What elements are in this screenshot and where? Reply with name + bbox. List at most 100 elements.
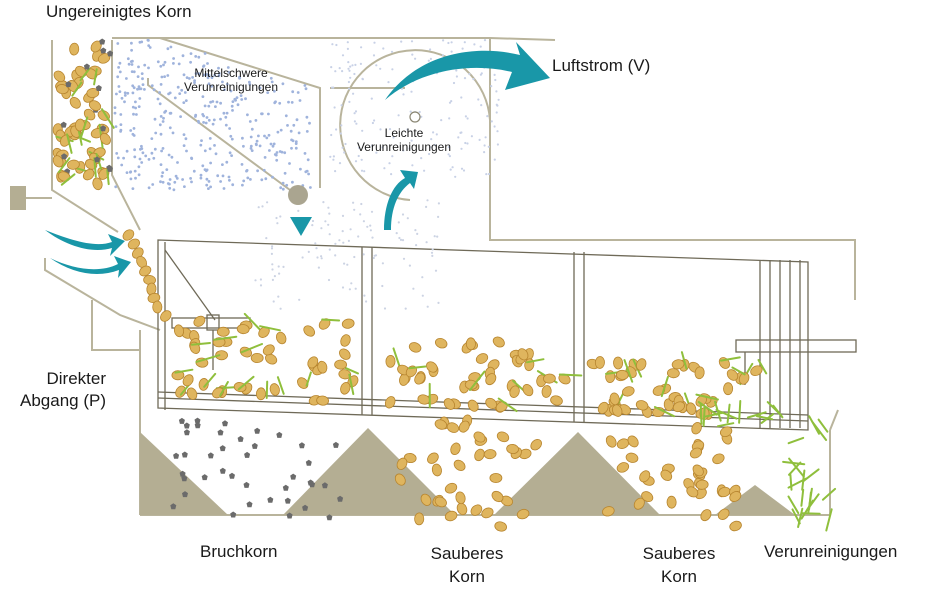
dust-particle: [330, 66, 333, 69]
dust-particle: [162, 116, 165, 120]
grain-kernel: [522, 384, 534, 397]
grain-kernel: [738, 372, 750, 385]
dust-particle: [150, 137, 154, 141]
dust-particle: [375, 64, 378, 67]
dust-particle: [150, 151, 154, 155]
dust-particle: [338, 162, 342, 165]
dust-particle: [320, 255, 323, 258]
dust-particle: [249, 147, 253, 150]
dust-particle: [392, 136, 395, 139]
dust-particle: [116, 156, 120, 160]
grain-kernel: [340, 382, 351, 395]
dust-particle: [202, 121, 206, 124]
dust-particle: [335, 128, 338, 131]
medium-impurities-line2: Verunreinigungen: [183, 80, 279, 94]
husk-piece: [695, 393, 719, 401]
dust-particle: [131, 132, 135, 136]
dust-particles: [113, 38, 500, 310]
grain-kernel: [550, 395, 563, 406]
husk-piece: [726, 403, 731, 424]
broken-grain-piece: [290, 473, 297, 480]
dust-particle: [174, 174, 178, 178]
grain-kernel: [455, 491, 466, 505]
fan-axis: [288, 111, 421, 205]
dust-particle: [209, 185, 213, 189]
dust-particle: [169, 45, 173, 49]
direct-outlet-line2: Abgang (P): [20, 391, 106, 410]
dust-particle: [226, 66, 230, 69]
grain-kernel: [394, 473, 406, 486]
dust-particle: [152, 156, 156, 160]
dust-particle: [431, 248, 434, 251]
broken-grain-piece: [94, 156, 101, 163]
broken-grain-piece: [219, 467, 226, 474]
dust-particle: [236, 103, 240, 107]
dust-particle: [436, 235, 439, 238]
dust-particle: [379, 67, 382, 70]
broken-grain-piece: [219, 445, 226, 452]
grain-kernel: [516, 508, 530, 520]
dust-particle: [147, 158, 151, 161]
broken-grain-piece: [305, 459, 312, 466]
grain-kernel: [594, 356, 605, 369]
dust-particle: [304, 170, 308, 174]
dust-particle: [132, 126, 136, 130]
dust-particle: [455, 69, 458, 72]
dust-particle: [209, 100, 213, 104]
dust-particle: [208, 147, 212, 151]
husk-piece: [660, 376, 669, 398]
dust-particle: [249, 178, 252, 181]
dust-particle: [268, 149, 271, 152]
dust-particle: [442, 39, 445, 42]
grain-kernel: [530, 439, 542, 451]
dust-particle: [280, 150, 284, 154]
husk-piece: [738, 400, 742, 424]
dust-particle: [431, 254, 434, 257]
dust-particle: [281, 181, 285, 185]
broken-grain-piece: [173, 452, 180, 459]
dust-particle: [275, 216, 278, 220]
dust-particle: [203, 52, 207, 55]
husk-piece: [237, 375, 255, 391]
grain-kernel: [275, 331, 287, 345]
grain-kernel: [334, 359, 347, 370]
dust-particle: [194, 72, 198, 75]
dust-particle: [263, 156, 267, 159]
dust-particle: [277, 295, 280, 298]
dust-particle: [397, 114, 400, 117]
grain-kernel: [434, 496, 447, 508]
dust-particle: [178, 92, 182, 95]
dust-particle: [254, 279, 257, 282]
grain-kernel: [262, 344, 275, 356]
dust-particle: [347, 67, 350, 70]
husk-piece: [800, 488, 805, 507]
dust-particle: [140, 161, 144, 164]
dust-particle: [211, 122, 215, 126]
dust-particle: [349, 76, 352, 79]
dust-particle: [447, 146, 450, 149]
dust-particle: [192, 169, 196, 173]
dust-particle: [120, 96, 124, 100]
dust-particle: [420, 157, 423, 160]
dust-particle: [271, 278, 274, 281]
dust-particle: [238, 76, 241, 80]
dust-particle: [351, 64, 354, 67]
dust-particle: [182, 73, 186, 77]
dust-particle: [120, 163, 124, 167]
dust-particle: [190, 180, 193, 184]
dust-particle: [328, 233, 331, 236]
dust-particle: [241, 183, 244, 187]
dust-particle: [479, 73, 482, 76]
dust-particle: [165, 168, 169, 172]
dust-particle: [275, 158, 279, 162]
dust-particle: [210, 84, 214, 88]
dust-particle: [406, 217, 409, 220]
dust-particle: [160, 174, 164, 178]
dust-particle: [260, 112, 264, 116]
dust-particle: [204, 121, 208, 125]
grain-kernel: [672, 401, 686, 413]
husk-piece: [757, 359, 768, 375]
dust-particle: [352, 201, 355, 204]
dust-particle: [273, 275, 276, 278]
husk-piece: [702, 406, 706, 427]
